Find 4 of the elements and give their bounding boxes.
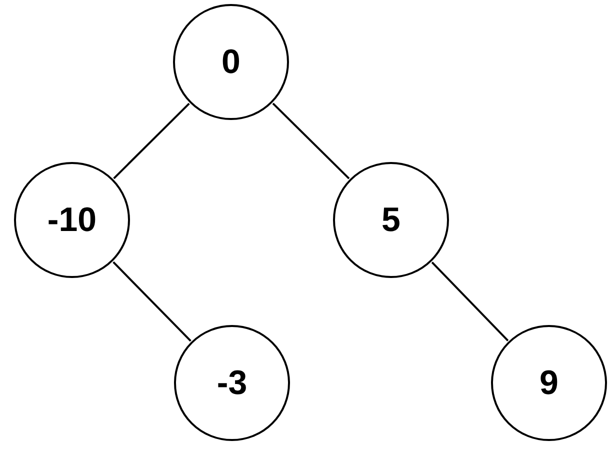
connector-line [112, 261, 192, 342]
connector-line [272, 102, 350, 180]
connector-line [113, 102, 190, 180]
connector-line [431, 262, 509, 342]
